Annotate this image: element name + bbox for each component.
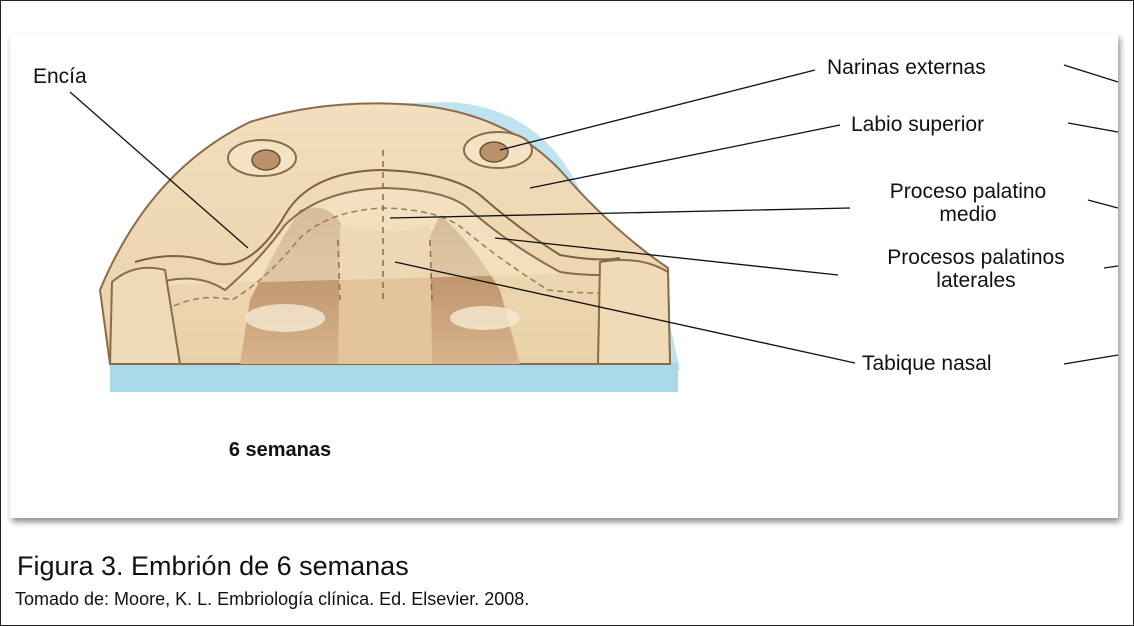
left-nostril [252, 150, 280, 170]
label-line: Procesos palatinos [847, 246, 1105, 269]
label-narinas-externas: Narinas externas [827, 56, 986, 79]
label-tabique-nasal: Tabique nasal [862, 352, 992, 375]
right-cheek [598, 260, 670, 364]
leader-labio [530, 125, 840, 188]
pale-spot [450, 306, 520, 330]
blue-base [110, 362, 678, 392]
edge-tick-1 [1064, 65, 1118, 82]
edge-tick-3 [1088, 200, 1118, 208]
right-nostril [480, 142, 508, 162]
label-labio-superior: Labio superior [851, 113, 984, 136]
pale-spot [245, 304, 325, 332]
edge-tick-4 [1104, 266, 1118, 268]
label-line: laterales [847, 269, 1105, 292]
edge-tick-2 [1068, 123, 1118, 132]
stage-label: 6 semanas [0, 439, 560, 462]
label-encia: Encía [33, 65, 87, 88]
figure-caption-source: Tomado de: Moore, K. L. Embriología clín… [15, 589, 529, 610]
label-proceso-palatino-medio: Proceso palatino medio [852, 180, 1084, 226]
label-procesos-palatinos-laterales: Procesos palatinos laterales [847, 246, 1105, 292]
edge-tick-5 [1064, 355, 1118, 364]
leader-narinas [500, 70, 815, 150]
label-line: medio [852, 203, 1084, 226]
figure-caption-title: Figura 3. Embrión de 6 semanas [17, 551, 409, 582]
label-line: Proceso palatino [852, 180, 1084, 203]
